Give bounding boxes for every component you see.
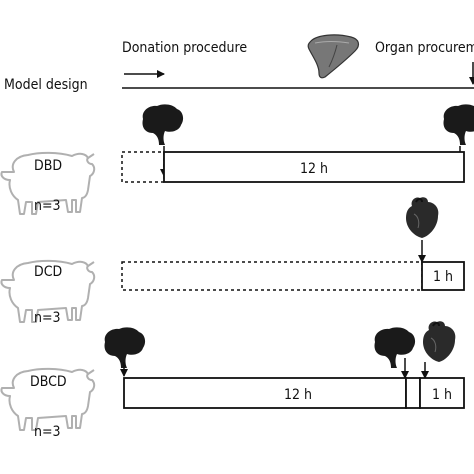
brain-icon <box>142 104 184 145</box>
model-name-dbcd: DBCD <box>30 374 67 390</box>
model-design-label: Model design <box>4 77 88 93</box>
brain-icon <box>443 104 474 145</box>
phase-duration: 12 h <box>300 161 328 177</box>
phase-box <box>123 377 407 409</box>
model-n-dcd: n=3 <box>34 310 61 326</box>
heart-icon <box>405 196 440 239</box>
phase-box <box>163 151 465 183</box>
donation-procedure-label: Donation procedure <box>122 40 247 56</box>
organ-procurement-label: Organ procurement <box>375 40 474 56</box>
model-name-dbd: DBD <box>34 158 62 174</box>
brain-icon <box>104 327 146 368</box>
model-n-dbd: n=3 <box>34 198 61 214</box>
model-n-dbcd: n=3 <box>34 424 61 440</box>
model-name-dcd: DCD <box>34 264 62 280</box>
phase-duration: 1 h <box>433 269 453 285</box>
liver-icon <box>307 34 360 79</box>
heart-icon <box>422 320 457 363</box>
phase-box <box>421 261 465 291</box>
pre-phase-box <box>121 261 423 291</box>
brain-icon <box>374 327 416 368</box>
phase-duration: 1 h <box>432 387 452 403</box>
phase-box <box>419 377 465 409</box>
phase-duration: 12 h <box>284 387 312 403</box>
pre-phase-box <box>121 151 165 183</box>
transition-box <box>405 377 421 409</box>
